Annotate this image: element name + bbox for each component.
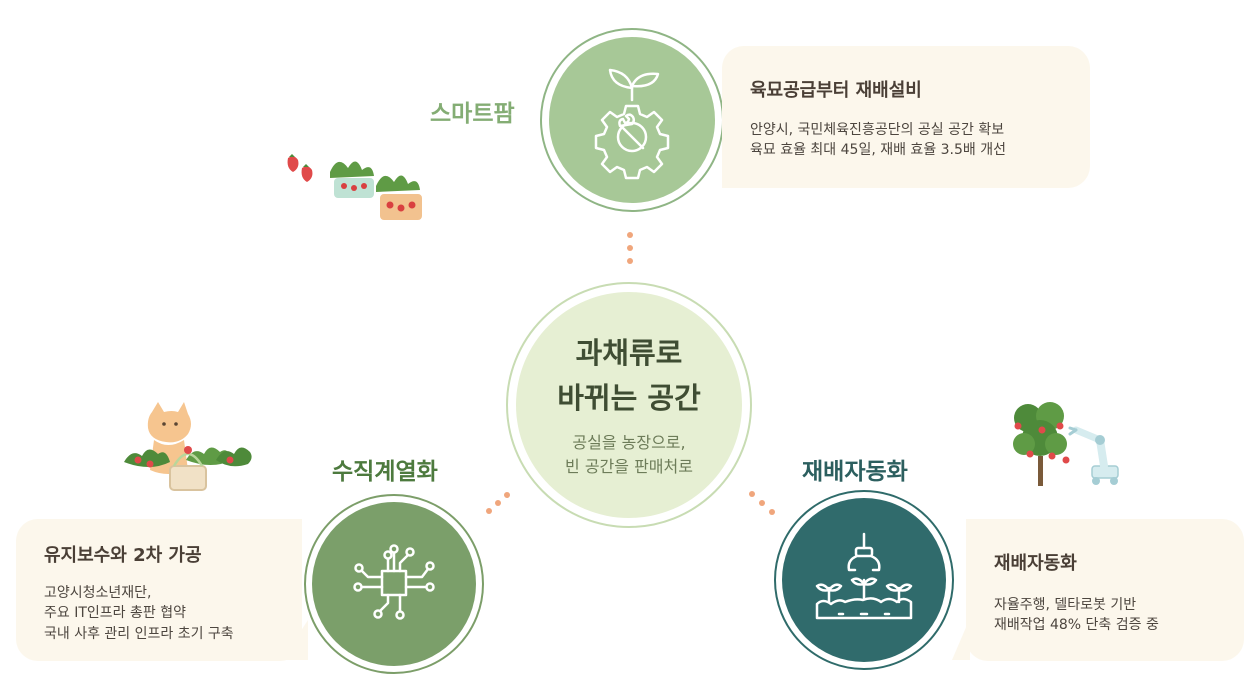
card-cultivation-automation-line1: 자율주행, 델타로봇 기반 [994,597,1137,613]
center-subtitle: 공실을 농장으로, 빈 공간을 판매처로 [565,431,693,479]
node-smartfarm-circle [549,37,715,203]
card-seedling-supply-title: 육묘공급부터 재배설비 [750,80,922,101]
circuit-chip-icon [353,544,435,620]
node-cultivation-automation-circle [782,498,946,662]
card-cultivation-automation: 재배자동화 자율주행, 델타로봇 기반 재배작업 48% 단축 검증 중 [966,519,1244,661]
card-cultivation-automation-line2: 재배작업 48% 단축 검증 중 [994,617,1159,634]
card-cultivation-automation-title: 재배자동화 [994,553,1077,574]
node-vertical-integration-circle [312,502,476,666]
card-right-tail [952,618,970,660]
sprout-gear-icon [594,68,670,180]
card-seedling-supply-line1: 안양시, 국민체육진흥공단의 공실 공간 확보 [750,122,1005,138]
card-maintenance-processing-line1: 고양시청소년재단, [44,585,152,601]
card-seedling-supply: 육묘공급부터 재배설비 안양시, 국민체육진흥공단의 공실 공간 확보 육묘 효… [722,46,1090,188]
card-seedling-supply-line2: 육묘 효율 최대 45일, 재배 효율 3.5배 개선 [750,142,1006,159]
node-center-circle: 과채류로 바뀌는 공간 공실을 농장으로, 빈 공간을 판매처로 [516,292,742,518]
node-label-vertical-integration: 수직계열화 [332,459,438,485]
strawberry-plant-robot-arm-illustration [1013,402,1119,486]
center-subtitle-line1: 공실을 농장으로, [572,432,686,452]
card-maintenance-processing-title: 유지보수와 2차 가공 [44,545,202,566]
cat-strawberry-harvest-illustration [124,402,252,491]
center-title-line1: 과채류로 [575,336,683,371]
card-maintenance-processing: 유지보수와 2차 가공 고양시청소년재단, 주요 IT인프라 총판 협약 국내 … [16,519,302,661]
center-subtitle-line2: 빈 공간을 판매처로 [565,456,693,476]
node-label-cultivation-automation: 재배자동화 [802,459,908,485]
card-maintenance-processing-line2: 주요 IT인프라 총판 협약 [44,605,186,622]
robot-arm-planter-icon [815,532,913,620]
node-label-smartfarm: 스마트팜 [430,101,515,127]
center-title-line2: 바뀌는 공간 [557,381,701,415]
center-title: 과채류로 바뀌는 공간 [557,331,701,421]
card-maintenance-processing-line3: 국내 사후 관리 인프라 초기 구축 [44,625,234,642]
strawberry-baskets-illustration [287,154,422,220]
